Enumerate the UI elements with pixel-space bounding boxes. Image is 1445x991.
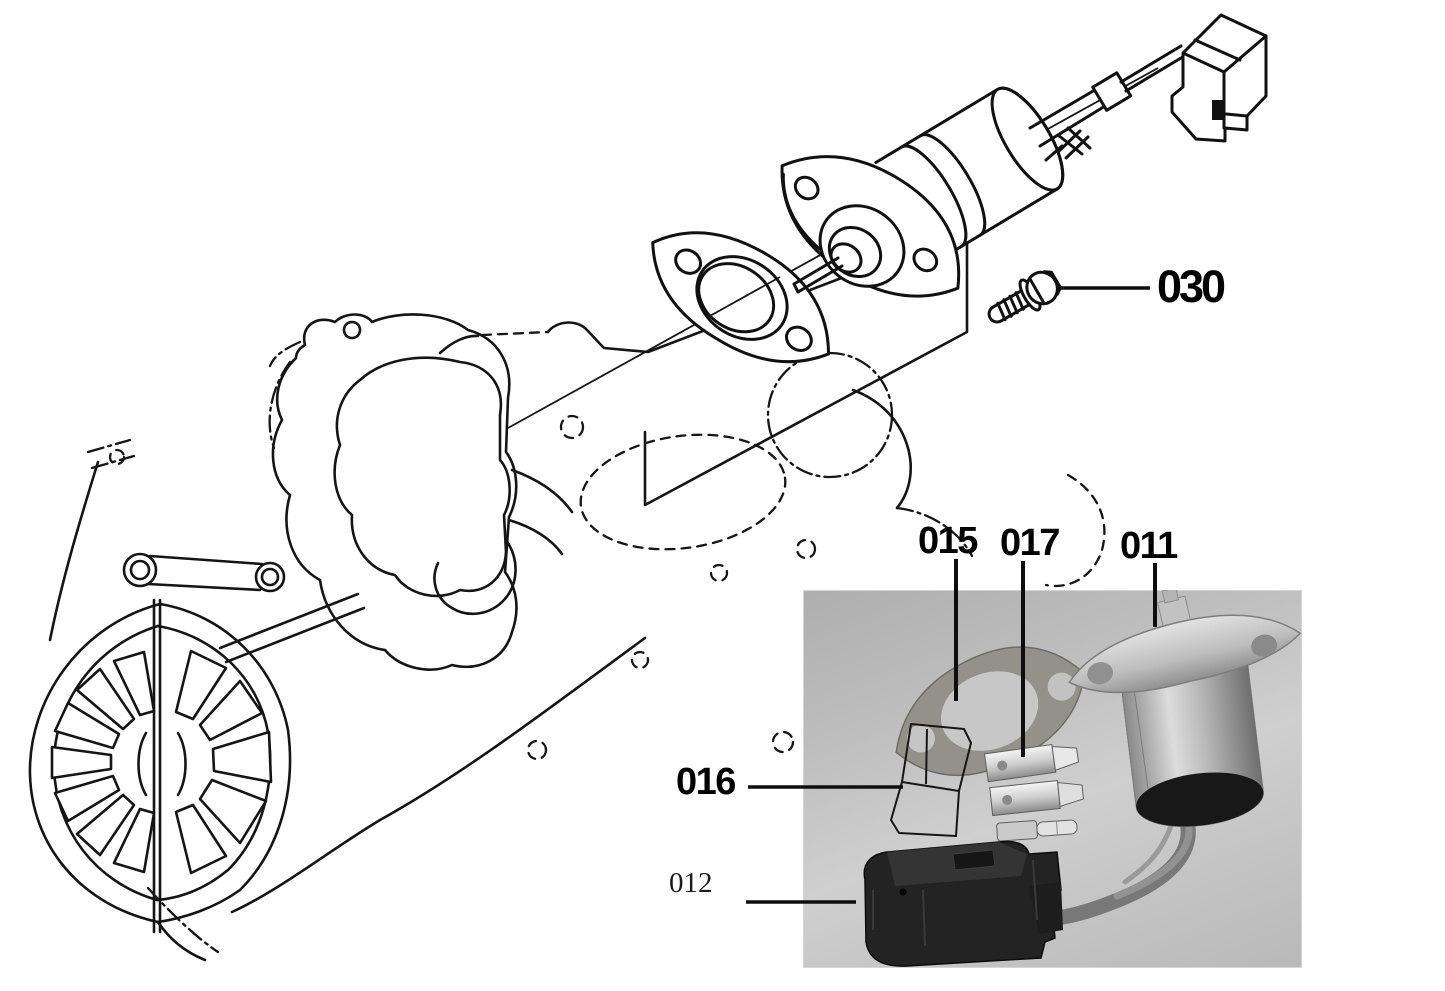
callout-label-017: 017	[1000, 522, 1060, 564]
gasket-drawing	[651, 231, 831, 364]
connector-slot	[1212, 100, 1225, 120]
photo-terminals	[983, 743, 1085, 842]
callout-label-030: 030	[1157, 261, 1226, 312]
assembly-axis-line	[507, 67, 1159, 429]
solenoid-body-drawing	[874, 86, 1065, 264]
solenoid-shaft-drawing	[1028, 44, 1188, 162]
callout-label-016: 016	[676, 761, 736, 803]
threaded-tip-hatch	[1044, 126, 1092, 162]
flywheel-drawing	[28, 598, 292, 962]
callout-label-011: 011	[1120, 525, 1178, 567]
photo-stop-solenoid	[1068, 587, 1302, 827]
connector-plug-drawing	[1170, 13, 1268, 143]
photo-cover-outline	[890, 723, 972, 837]
photo-parts-art	[863, 587, 1302, 967]
plunger-pin	[792, 256, 844, 294]
callout-label-012: 012	[669, 867, 713, 899]
parts-photo-inset	[803, 587, 1302, 968]
callout-label-015: 015	[918, 520, 978, 562]
solenoid-exploded-assembly	[507, 13, 1268, 429]
photo-connector-plug	[863, 840, 1063, 967]
bleed-screw-drawing	[987, 270, 1062, 324]
solenoid-flange-drawing	[780, 155, 961, 298]
